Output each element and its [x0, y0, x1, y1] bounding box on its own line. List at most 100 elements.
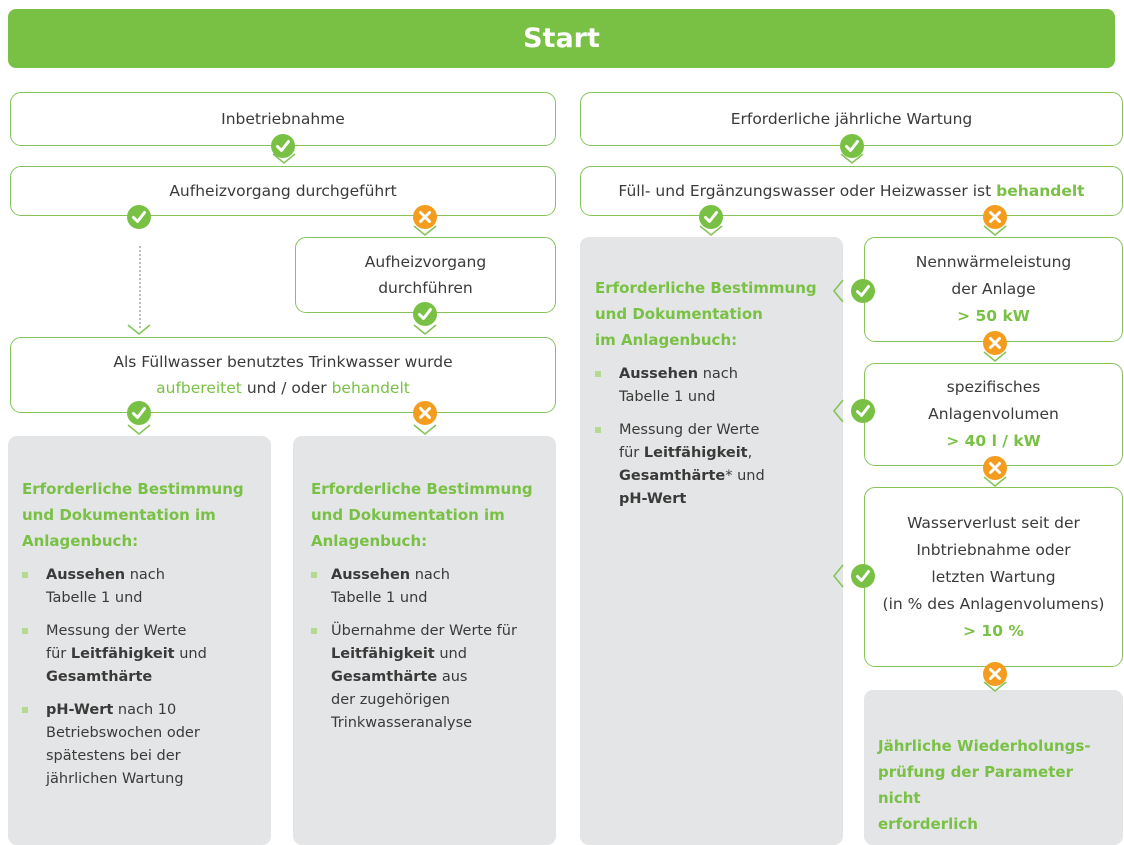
item-text: für: [619, 445, 640, 461]
panel-yes-title-line3: Anlagenbuch:: [22, 532, 139, 550]
heating-do-line2: durchführen: [378, 279, 473, 297]
item-bold: Aussehen: [619, 366, 699, 382]
item-bold: pH-Wert: [619, 491, 687, 507]
item-text: Tabelle 1 und: [331, 590, 428, 606]
panel-no-title-line2: und Dokumentation im: [311, 506, 505, 524]
item-text: Betriebswochen oder: [46, 725, 200, 741]
check-icon: [127, 401, 151, 425]
chevron-down-icon: [840, 153, 864, 165]
final-line2: prüfung der Parameter nicht: [878, 763, 1073, 807]
item-text: ,: [747, 445, 753, 461]
cross-icon: [413, 205, 437, 229]
cross-icon: [983, 331, 1007, 355]
heating-done-label: Aufheizvorgang durchgeführt: [169, 182, 397, 200]
chevron-down-icon: [983, 351, 1007, 363]
fill-water-box: Als Füllwasser benutztes Trinkwasser wur…: [10, 337, 556, 413]
panel-right-title-line1: Erforderliche Bestimmung: [595, 279, 817, 297]
fill-water-line1: Als Füllwasser benutztes Trinkwasser wur…: [113, 353, 453, 371]
item-text: nach: [129, 567, 165, 583]
specific-volume-box: spezifisches Anlagenvolumen > 40 l / kW: [864, 363, 1123, 466]
item-text: und: [179, 646, 207, 662]
item-text: Messung der Werte: [619, 422, 760, 438]
panel-right-title: Erforderliche Bestimmung und Dokumentati…: [595, 275, 833, 353]
panel-right-title-line3: im Anlagenbuch:: [595, 331, 738, 349]
item-text: Tabelle 1 und: [46, 590, 143, 606]
chevron-down-icon: [272, 153, 296, 165]
panel-right-list: Aussehen nach Tabelle 1 und Messung der …: [595, 363, 833, 511]
item-bold: Gesamthärte: [331, 669, 438, 685]
check-icon: [699, 205, 723, 229]
specific-value: > 40 l / kW: [946, 432, 1041, 450]
maintenance-label: Erforderliche jährliche Wartung: [730, 110, 973, 128]
item-bold: Gesamthärte: [46, 669, 153, 685]
panel-no-title: Erforderliche Bestimmung und Dokumentati…: [311, 476, 546, 554]
loss-line4: (in % des Anlagenvolumens): [882, 594, 1105, 613]
chevron-left-icon: [832, 564, 844, 588]
item-text: * und: [725, 468, 765, 484]
final-line3: erforderlich: [878, 815, 978, 833]
chevron-down-icon: [983, 225, 1007, 237]
nominal-line2: der Anlage: [951, 280, 1036, 298]
loss-line1: Wasserverlust seit der: [907, 513, 1080, 532]
panel-yes-documentation: Erforderliche Bestimmung und Dokumentati…: [8, 436, 271, 845]
list-item: Aussehen nach Tabelle 1 und: [595, 363, 833, 409]
item-bold: pH-Wert: [46, 702, 114, 718]
loss-line2: Inbtriebnahme oder: [916, 540, 1071, 559]
chevron-down-icon: [127, 424, 151, 436]
water-treated-word: behandelt: [996, 182, 1085, 200]
item-text: aus: [441, 669, 468, 685]
item-text: Messung der Werte: [46, 623, 187, 639]
final-text: Jährliche Wiederholungs- prüfung der Par…: [878, 733, 1117, 837]
water-treated-box: Füll- und Ergänzungswasser oder Heizwass…: [580, 166, 1123, 216]
cross-icon: [983, 456, 1007, 480]
chevron-down-icon: [699, 225, 723, 237]
check-icon: [851, 399, 875, 423]
loss-line3: letzten Wartung: [931, 567, 1056, 586]
list-item: Messung der Werte für Leitfähigkeit und …: [22, 620, 261, 689]
cross-icon: [983, 662, 1007, 686]
fill-water-treated2: behandelt: [331, 379, 410, 397]
panel-yes-title-line1: Erforderliche Bestimmung: [22, 480, 244, 498]
cross-icon: [413, 401, 437, 425]
specific-line2: Anlagenvolumen: [928, 405, 1059, 423]
panel-final: Jährliche Wiederholungs- prüfung der Par…: [864, 690, 1123, 845]
check-icon: [271, 134, 295, 158]
panel-yes-title: Erforderliche Bestimmung und Dokumentati…: [22, 476, 261, 554]
item-text: und: [439, 646, 467, 662]
item-bold: Aussehen: [46, 567, 126, 583]
item-text: spätestens bei der: [46, 748, 181, 764]
panel-right-title-line2: und Dokumentation: [595, 305, 763, 323]
water-loss-box: Wasserverlust seit der Inbtriebnahme ode…: [864, 487, 1123, 667]
chevron-down-icon: [983, 681, 1007, 693]
chevron-down-icon: [983, 476, 1007, 488]
item-bold: Leitfähigkeit: [643, 445, 748, 461]
chevron-left-icon: [832, 399, 844, 423]
chevron-down-icon: [413, 225, 437, 237]
fill-water-treated1: aufbereitet: [156, 379, 242, 397]
commissioning-label: Inbetriebnahme: [221, 110, 345, 128]
nominal-value: > 50 kW: [957, 307, 1030, 325]
item-bold: Leitfähigkeit: [331, 646, 435, 662]
item-text: für: [46, 646, 67, 662]
item-text: nach: [702, 366, 738, 382]
final-line1: Jährliche Wiederholungs-: [878, 737, 1091, 755]
item-bold: Leitfähigkeit: [70, 646, 175, 662]
chevron-down-icon: [413, 324, 437, 336]
fill-water-andor: und / oder: [246, 379, 327, 397]
water-treated-label: Füll- und Ergänzungswasser oder Heizwass…: [618, 178, 1084, 204]
item-text: nach 10: [117, 702, 177, 718]
panel-no-documentation: Erforderliche Bestimmung und Dokumentati…: [293, 436, 556, 845]
chevron-left-icon: [832, 279, 844, 303]
loss-value: > 10 %: [963, 621, 1024, 640]
item-text: Übernahme der Werte für: [331, 623, 517, 639]
heating-do-box: Aufheizvorgang durchführen: [295, 237, 556, 313]
panel-no-title-line3: Anlagenbuch:: [311, 532, 428, 550]
cross-icon: [983, 205, 1007, 229]
heating-do-line1: Aufheizvorgang: [364, 253, 487, 271]
water-treated-text: Füll- und Ergänzungswasser oder Heizwass…: [618, 182, 992, 200]
check-icon: [840, 134, 864, 158]
dotted-connector: [139, 246, 141, 328]
chevron-down-icon: [413, 424, 437, 436]
check-icon: [127, 205, 151, 229]
nominal-line1: Nennwärmeleistung: [915, 253, 1072, 271]
